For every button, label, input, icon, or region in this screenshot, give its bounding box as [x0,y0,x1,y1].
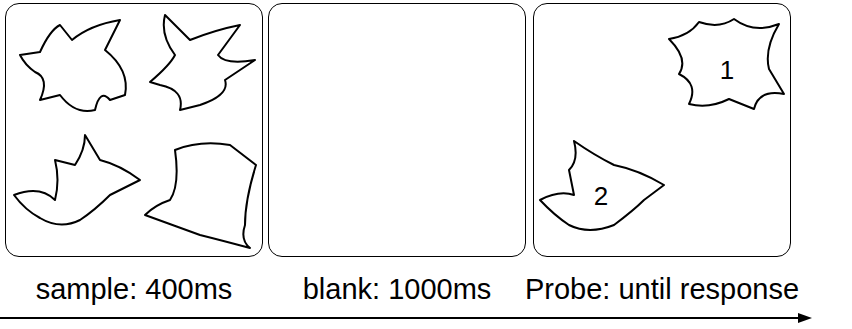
phase-label: sample: 400ms [36,272,233,306]
arrow-head [798,313,812,323]
sample-shape [20,20,126,111]
probe-shape: 2 [539,140,669,236]
display-frame: sample: 400ms [5,3,263,257]
callout-number: 2 [594,182,608,210]
probe-shape: 1 [659,14,785,114]
sample-shape [14,135,140,225]
callout-number: 1 [720,56,734,84]
phase-label: blank: 1000ms [303,272,492,306]
time-arrow [0,317,800,319]
phase-label: Probe: until response [525,272,799,306]
display-frame: blank: 1000ms [268,3,526,257]
sample-shape [145,143,256,248]
sample-shape [150,15,255,110]
display-frame: Probe: until response12 [533,3,791,257]
